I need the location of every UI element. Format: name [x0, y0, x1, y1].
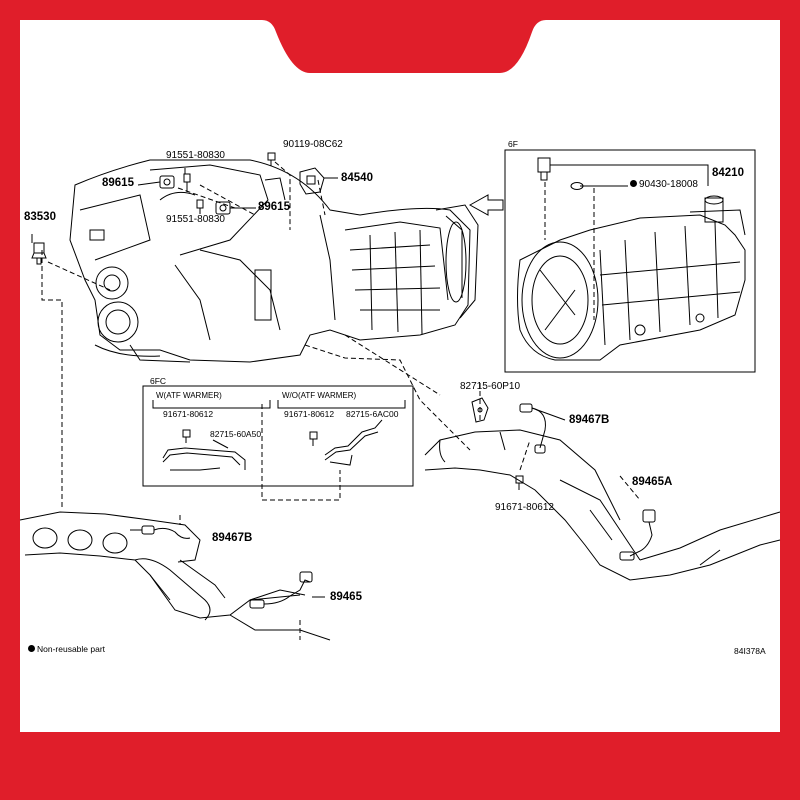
inset-heading-w-atf: W(ATF WARMER) [156, 391, 222, 400]
atf-pipe-right [309, 419, 383, 466]
inset-left-pipe: 82715-60A50 [210, 429, 262, 439]
arrow-left-icon [468, 194, 504, 216]
inset-right-pipe: 82715-6AC00 [346, 409, 399, 419]
inset-6fc-box [142, 385, 414, 487]
atf-pipe-left [162, 429, 246, 471]
automatic-transmission [69, 159, 479, 363]
sensor-89615-right [215, 201, 256, 215]
legend-non-reusable: Non-reusable part [28, 645, 105, 654]
callout-89465: 89465 [330, 591, 362, 603]
inset-right-bolt: 91671-80612 [284, 409, 335, 419]
callout-84210: 84210 [712, 167, 744, 179]
bracket-82715-60p10 [471, 397, 489, 423]
sensor-89465a [619, 509, 656, 561]
inset-heading-wo-atf: W/O(ATF WARMER) [282, 391, 357, 400]
wo-atf-bracket [277, 400, 406, 409]
bolt-91671-right [515, 475, 524, 490]
callout-84540: 84540 [341, 172, 373, 184]
switch-84210 [537, 157, 709, 190]
callout-91551-top: 91551-80830 [166, 150, 225, 161]
filled-dot-icon [28, 645, 35, 652]
inset-left-bolt: 91671-80612 [163, 409, 214, 419]
white-panel [20, 20, 780, 732]
sensor-89467b-right [519, 403, 566, 454]
group-code-6fc: 6FC [150, 376, 167, 386]
bolt-91551-top [183, 168, 191, 192]
sensor-83530 [31, 234, 47, 265]
sensor-89615-left [137, 175, 175, 189]
inset-6f-box [504, 149, 756, 373]
exhaust-left [19, 511, 331, 641]
callout-90430: 90430-18008 [630, 180, 698, 190]
sensor-89465 [249, 571, 325, 609]
callout-89465a: 89465A [632, 476, 673, 488]
callout-91551-bottom: 91551-80830 [166, 214, 225, 225]
filled-dot-icon [630, 180, 637, 187]
w-atf-bracket [152, 400, 271, 409]
group-code-6f: 6F [508, 139, 518, 149]
callout-89615-right: 89615 [258, 201, 290, 213]
callout-89615-left: 89615 [102, 177, 134, 189]
callout-90119: 90119-08C62 [283, 139, 343, 150]
figure-id: 84I378A [734, 646, 766, 656]
callout-91671-right: 91671-80612 [495, 502, 554, 513]
callout-89467b-left: 89467B [212, 532, 253, 544]
callout-83530: 83530 [24, 211, 56, 223]
bolt-90119 [267, 152, 276, 166]
sensor-84540 [299, 167, 338, 195]
exhaust-right [424, 429, 781, 581]
manual-transmission [517, 195, 746, 361]
callout-82715-60p10: 82715-60P10 [460, 381, 521, 392]
sensor-89467b-left [130, 525, 191, 539]
callout-89467b-right: 89467B [569, 414, 610, 426]
bolt-91551-bottom [196, 199, 204, 214]
